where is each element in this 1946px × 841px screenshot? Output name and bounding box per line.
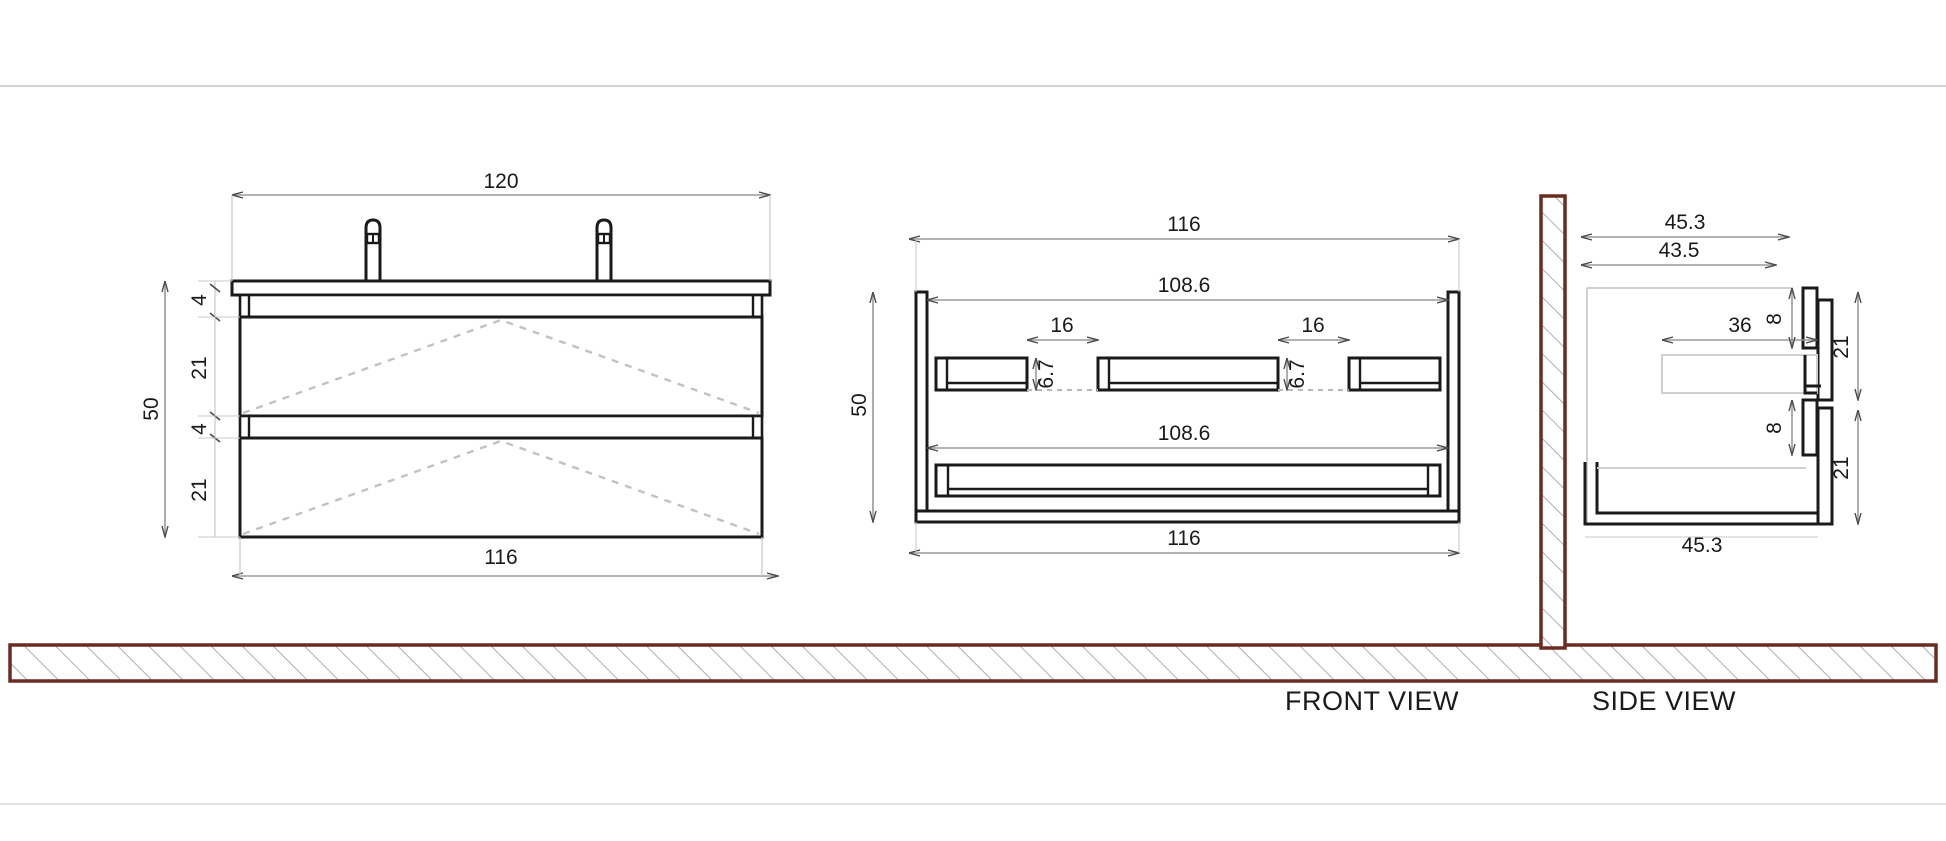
dim-label-21-upper: 21 bbox=[1830, 335, 1853, 358]
upper-drawer-front bbox=[238, 315, 764, 418]
view-front-elevation-closed: 120 116 50 bbox=[140, 170, 778, 576]
dim-center-116-bottom: 116 bbox=[909, 522, 1459, 553]
dim-label-6.7-right: 6.7 bbox=[1286, 359, 1309, 388]
label-side-view: SIDE VIEW bbox=[1592, 686, 1736, 716]
dim-side-43.5: 43.5 bbox=[1581, 239, 1776, 265]
dim-label-8-bottom: 8 bbox=[1763, 422, 1786, 434]
dim-label-36: 36 bbox=[1728, 314, 1751, 337]
dim-center-67-left: 6.7 bbox=[1035, 358, 1058, 390]
dim-label-seg-2: 4 bbox=[188, 423, 211, 435]
view-side-section: 45.3 43.5 36 8 8 bbox=[1581, 211, 1858, 557]
side-base-shelf bbox=[1583, 462, 1818, 526]
front-view-text: FRONT VIEW bbox=[1285, 686, 1459, 716]
dim-side-8-top: 8 bbox=[1763, 288, 1792, 348]
dim-label-seg-3: 21 bbox=[188, 478, 211, 501]
dim-bottom-width-116: 116 bbox=[232, 537, 778, 576]
dim-label-120: 120 bbox=[483, 170, 518, 193]
side-drawer-box bbox=[1661, 354, 1821, 395]
dim-label-116-left: 116 bbox=[484, 546, 517, 569]
dim-label-45.3-bottom: 45.3 bbox=[1682, 534, 1723, 557]
side-middle-front-panel bbox=[1801, 398, 1819, 457]
dim-side-8-bottom: 8 bbox=[1763, 400, 1792, 455]
dim-center-height-50: 50 bbox=[848, 292, 873, 522]
dim-side-45.3-bottom: 45.3 bbox=[1585, 534, 1818, 557]
dim-label-16-left: 16 bbox=[1050, 314, 1073, 337]
dim-center-108-top: 108.6 bbox=[927, 274, 1448, 300]
side-door-edge-lower bbox=[1816, 406, 1834, 526]
dim-label-43.5: 43.5 bbox=[1659, 239, 1700, 262]
dim-label-116-center-bottom: 116 bbox=[1167, 527, 1200, 550]
side-view-text: SIDE VIEW bbox=[1592, 686, 1736, 716]
dim-label-50-center: 50 bbox=[848, 393, 871, 416]
dim-label-21-lower: 21 bbox=[1830, 456, 1853, 479]
faucet-left bbox=[364, 218, 382, 290]
dim-center-67-right: 6.7 bbox=[1286, 358, 1309, 390]
handle-profile-center bbox=[1096, 356, 1280, 392]
dim-height-50-left: 50 bbox=[140, 281, 165, 537]
countertop-slab bbox=[230, 279, 772, 297]
handle-profile-left bbox=[934, 356, 1029, 392]
dim-center-16-left: 16 bbox=[1027, 314, 1098, 340]
wall-section bbox=[1539, 194, 1567, 650]
dim-label-116-center-top: 116 bbox=[1167, 213, 1200, 236]
dim-label-seg-0: 4 bbox=[188, 294, 211, 306]
dim-label-50-left: 50 bbox=[140, 397, 163, 420]
label-front-view: FRONT VIEW bbox=[1285, 686, 1459, 716]
dim-side-21-lower: 21 bbox=[1830, 410, 1858, 524]
middle-rail bbox=[238, 414, 764, 440]
top-rail bbox=[238, 293, 764, 319]
side-top-front-panel bbox=[1801, 286, 1819, 350]
faucet-right bbox=[595, 218, 613, 290]
lower-shelf-profile bbox=[934, 463, 1442, 498]
dim-label-seg-1: 21 bbox=[188, 356, 211, 379]
carcass-right-panel bbox=[1446, 290, 1461, 524]
dim-side-45.3-top: 45.3 bbox=[1581, 211, 1789, 237]
dim-chain-left: 4 21 4 21 bbox=[188, 280, 240, 538]
dim-label-8-top: 8 bbox=[1763, 313, 1786, 325]
floor-slab bbox=[8, 643, 1938, 683]
lower-drawer-front bbox=[238, 436, 764, 539]
carcass-bottom-panel bbox=[914, 509, 1461, 524]
dim-side-21-upper: 21 bbox=[1830, 292, 1858, 400]
dim-label-108-top: 108.6 bbox=[1158, 274, 1211, 297]
dim-label-45.3-top: 45.3 bbox=[1665, 211, 1706, 234]
dim-label-108-bottom: 108.6 bbox=[1158, 422, 1211, 445]
dim-center-116-top: 116 bbox=[909, 213, 1459, 292]
handle-profile-right bbox=[1347, 356, 1442, 392]
view-front-elevation-open: 116 108.6 16 16 6.7 bbox=[848, 213, 1461, 553]
dim-center-108-bottom: 108.6 bbox=[927, 422, 1448, 448]
dim-label-16-right: 16 bbox=[1301, 314, 1324, 337]
dim-label-6.7-left: 6.7 bbox=[1035, 359, 1058, 388]
dim-center-16-right: 16 bbox=[1278, 314, 1349, 340]
carcass-left-panel bbox=[914, 290, 929, 524]
dim-top-width-120: 120 bbox=[231, 170, 770, 281]
dim-side-36: 36 bbox=[1662, 314, 1817, 340]
